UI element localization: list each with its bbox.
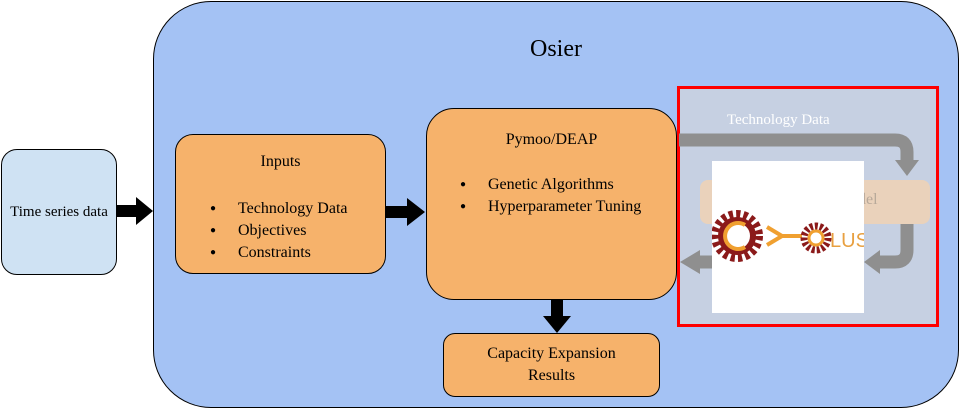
pymoo-title: Pymoo/DEAP — [505, 131, 598, 148]
time-series-node: Time series data — [1, 149, 117, 275]
inputs-item-objectives: Objectives — [206, 220, 348, 242]
inputs-item-technology-data: Technology Data — [206, 198, 348, 220]
arrow-pymoo-to-results — [543, 300, 571, 333]
arrow-timeseries-to-osier — [117, 197, 153, 225]
gear-icon — [711, 210, 763, 262]
osier-title: Osier — [530, 36, 582, 62]
time-series-label: Time series data — [10, 203, 108, 220]
left-return-arrowhead — [680, 250, 700, 274]
pymoo-item-hyperparameter-tuning: Hyperparameter Tuning — [456, 196, 671, 218]
pymoo-deap-node: Pymoo/DEAP Genetic Algorithms Hyperparam… — [426, 108, 677, 300]
right-return-arrowhead — [864, 250, 880, 274]
logo-text: LUS — [830, 230, 864, 252]
cyclus-logo: LUS — [711, 161, 869, 313]
small-gear-icon — [800, 222, 832, 254]
cyclus-logo-graphic: LUS — [711, 210, 869, 262]
inputs-title: Inputs — [260, 153, 301, 170]
pymoo-item-genetic-algorithms: Genetic Algorithms — [456, 174, 671, 196]
technology-data-flow-label: Technology Data — [727, 112, 830, 128]
inputs-node: Inputs Technology Data Objectives Constr… — [175, 134, 386, 274]
pymoo-list: Genetic Algorithms Hyperparameter Tuning — [456, 174, 671, 218]
arrow-inputs-to-pymoo — [386, 198, 425, 226]
inputs-item-constraints: Constraints — [206, 242, 348, 264]
top-flow-arrow — [679, 133, 914, 162]
top-flow-arrowhead — [895, 160, 919, 176]
right-return-arrow — [880, 224, 914, 269]
results-node: Capacity Expansion Results — [443, 333, 660, 397]
inputs-list: Technology Data Objectives Constraints — [206, 198, 348, 264]
results-label: Capacity Expansion Results — [487, 345, 616, 384]
